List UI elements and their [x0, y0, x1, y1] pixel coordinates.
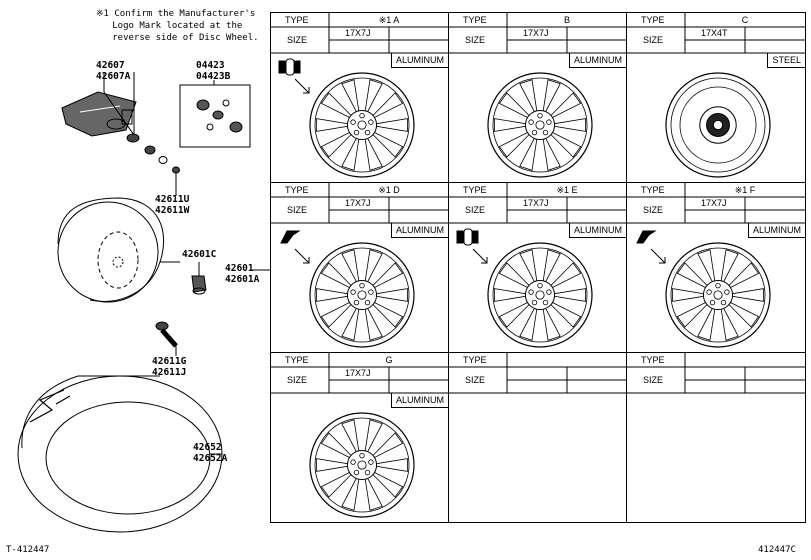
wheel-cell[interactable]: TYPE SIZE ※1 E 17X7J ALUMINUM: [449, 183, 627, 353]
wheel-cell-header-lines: [271, 183, 449, 224]
wheel-cell[interactable]: TYPE SIZE ※1 F 17X7J ALUMINUM: [627, 183, 805, 353]
wheel-size-value: 17X7J: [523, 198, 549, 208]
wheel-material-label: ALUMINUM: [390, 393, 448, 408]
part-number-42601c[interactable]: 42601C: [182, 249, 217, 260]
type-label: TYPE: [285, 15, 309, 25]
wheel-size-value: 17X7J: [345, 198, 371, 208]
type-label: TYPE: [285, 355, 309, 365]
wheel-type-value: ※1 F: [734, 185, 756, 195]
clip-marker-icon: [280, 230, 310, 264]
type-label: TYPE: [641, 185, 665, 195]
wheel-cell-header-lines: [449, 353, 627, 394]
part-number-42611g[interactable]: 42611G 42611J: [152, 356, 187, 378]
valve-nut-icon: [126, 133, 180, 174]
part-number-42607[interactable]: 42607 42607A: [96, 60, 131, 82]
size-label: SIZE: [287, 205, 308, 215]
wheel-cell[interactable]: TYPE SIZE ※1 A 17X7J ALUMINUM: [271, 13, 449, 183]
valve-stem-icon: [155, 321, 178, 348]
wheel-material-label: ALUMINUM: [390, 223, 448, 238]
wheel-cell[interactable]: TYPE SIZE G 17X7J ALUMINUM: [271, 353, 449, 522]
size-label: SIZE: [287, 35, 308, 45]
wheel-cell[interactable]: TYPE SIZE B 17X7J ALUMINUM: [449, 13, 627, 183]
wheel-material-label: ALUMINUM: [568, 223, 626, 238]
size-label: SIZE: [287, 375, 308, 385]
parts-illustration: [17, 72, 270, 533]
tpms-marker-icon: [278, 58, 310, 94]
wheel-size-value: 17X7J: [523, 28, 549, 38]
wheel-cell[interactable]: TYPE SIZE C 17X4T STEEL: [627, 13, 805, 183]
type-label: TYPE: [285, 185, 309, 195]
tpms-sensor-icon: [61, 91, 137, 137]
wheel-size-value: 17X7J: [345, 28, 371, 38]
size-label: SIZE: [643, 35, 664, 45]
wheel-drawing: [280, 230, 415, 348]
type-label: TYPE: [463, 355, 487, 365]
footer-code-left: T-412447: [6, 545, 50, 555]
wheel-drawing: [665, 72, 771, 178]
part-number-42611u[interactable]: 42611U 42611W: [155, 194, 190, 216]
size-label: SIZE: [643, 375, 664, 385]
wheel-cell-header-lines: [627, 183, 805, 224]
type-label: TYPE: [463, 15, 487, 25]
tpms-marker-icon: [456, 228, 488, 264]
lug-nut-icon: [191, 275, 207, 295]
footer-code-right: 412447C: [758, 545, 796, 555]
wheel-material-label: ALUMINUM: [568, 53, 626, 68]
clip-marker-icon: [636, 230, 666, 264]
part-number-42601[interactable]: 42601 42601A: [225, 263, 260, 285]
part-number-04423[interactable]: 04423 04423B: [196, 60, 231, 82]
size-label: SIZE: [465, 375, 486, 385]
wheel-drawing: [456, 228, 593, 348]
tire-icon: [17, 375, 223, 533]
type-label: TYPE: [463, 185, 487, 195]
wheel-type-value: G: [385, 355, 393, 365]
wheel-size-value: 17X7J: [345, 368, 371, 378]
wheel-cell[interactable]: TYPE SIZE ※1 D 17X7J ALUMINUM: [271, 183, 449, 353]
wheel-type-table: TYPE SIZE ※1 A 17X7J ALUMINUM TYPE SIZE B 17X7J A…: [270, 12, 806, 523]
wheel-size-value: 17X4T: [701, 28, 728, 38]
wheel-cell[interactable]: TYPE SIZE: [627, 353, 805, 522]
wheel-cell[interactable]: TYPE SIZE: [449, 353, 627, 522]
wheel-cell-header-lines: [271, 13, 449, 54]
wheel-type-value: C: [741, 15, 749, 25]
wheel-side-view-icon: [57, 197, 165, 303]
logo-mark-note: ※1 Confirm the Manufacturer's Logo Mark …: [96, 9, 259, 43]
wheel-cell-header-lines: [271, 353, 449, 394]
wheel-material-label: ALUMINUM: [390, 53, 448, 68]
wheel-material-label: STEEL: [767, 53, 805, 68]
wheel-cell-header-lines: [449, 13, 627, 54]
wheel-drawing: [636, 230, 771, 348]
size-label: SIZE: [465, 35, 486, 45]
wheel-drawing: [487, 72, 593, 178]
wheel-size-value: 17X7J: [701, 198, 727, 208]
wheel-type-value: B: [563, 15, 570, 25]
wheel-drawing: [309, 412, 415, 518]
size-label: SIZE: [465, 205, 486, 215]
size-label: SIZE: [643, 205, 664, 215]
wheel-cell-header-lines: [449, 183, 627, 224]
type-label: TYPE: [641, 355, 665, 365]
wheel-type-value: ※1 A: [378, 15, 400, 25]
wheel-type-value: ※1 E: [556, 185, 578, 195]
wheel-type-value: ※1 D: [378, 185, 400, 195]
wheel-drawing: [278, 58, 415, 178]
type-label: TYPE: [641, 15, 665, 25]
valve-cap-kit-icon: [179, 80, 251, 148]
wheel-cell-header-lines: [627, 13, 805, 54]
wheel-material-label: ALUMINUM: [747, 223, 805, 238]
wheel-cell-header-lines: [627, 353, 805, 394]
